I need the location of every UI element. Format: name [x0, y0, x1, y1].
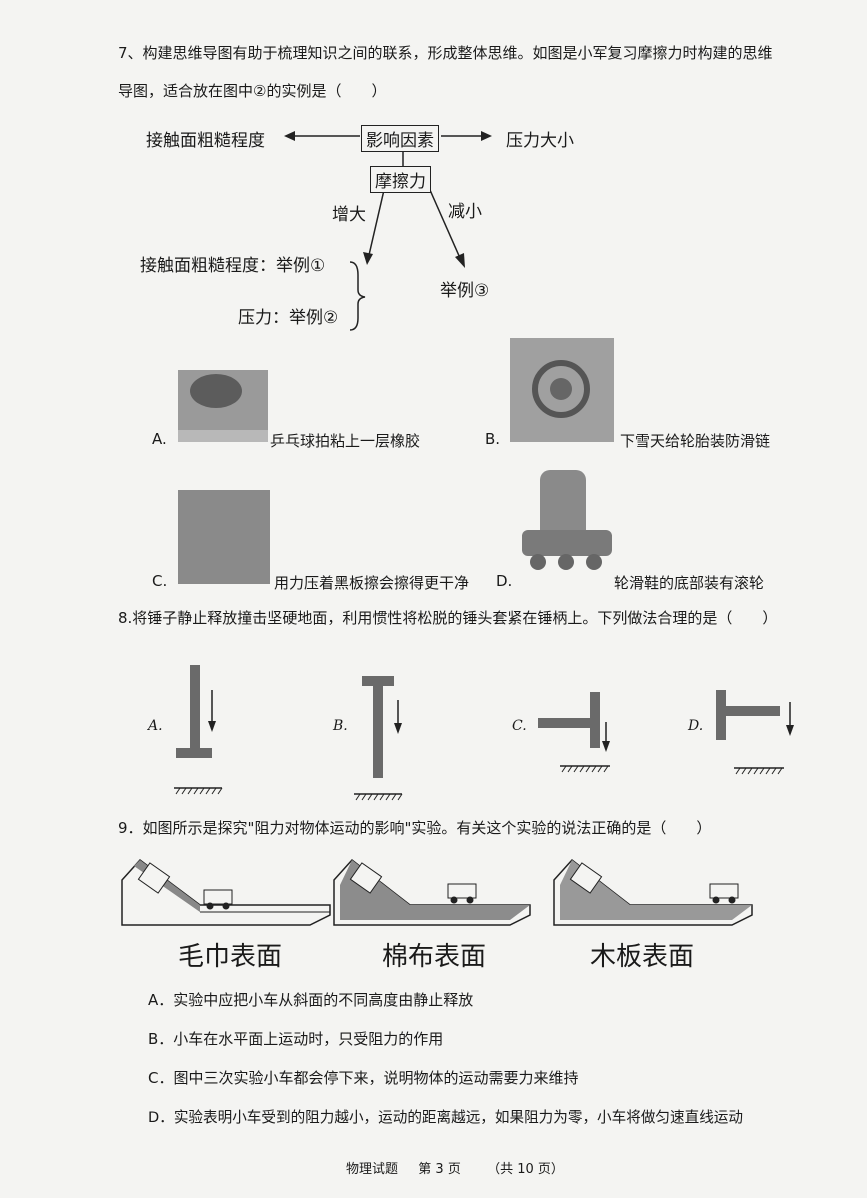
q7-option-a-image — [178, 370, 268, 442]
mind-map-friction-node: 摩擦力 — [370, 166, 431, 193]
q8-option-a-label: A. — [148, 718, 163, 734]
q7-option-a-text: 乒乓球拍粘上一层橡胶 — [270, 432, 421, 450]
mind-map-left-node: 接触面粗糙程度 — [146, 131, 265, 151]
q9-text: 9．如图所示是探究"阻力对物体运动的影响"实验。有关这个实验的说法正确的是（ ） — [118, 819, 712, 837]
q9-option-c: C．图中三次实验小车都会停下来，说明物体的运动需要力来维持 — [148, 1069, 579, 1087]
mind-map-example-3: 举例③ — [440, 281, 490, 301]
footer-total: （共 10 页） — [487, 1162, 564, 1177]
q8-text: 8.将锤子静止释放撞击坚硬地面，利用惯性将松脱的锤头套紧在锤柄上。下列做法合理的… — [118, 609, 778, 627]
q8-option-c-label: C. — [512, 718, 527, 734]
mind-map-example-2: 压力：举例② — [238, 308, 339, 328]
footer: 物理试题 第 3 页 （共 10 页） — [346, 1158, 564, 1177]
q7-option-d-text: 轮滑鞋的底部装有滚轮 — [614, 574, 765, 592]
mind-map-right-node: 压力大小 — [506, 131, 574, 151]
q7-option-a-letter: A. — [152, 430, 167, 448]
q7-option-c-letter: C. — [152, 572, 168, 590]
q8-option-b-label: B. — [333, 718, 348, 734]
q9-option-b: B．小车在水平面上运动时，只受阻力的作用 — [148, 1030, 444, 1048]
q8-option-d-label: D. — [688, 718, 704, 734]
mind-map-center-node: 影响因素 — [361, 125, 439, 152]
mind-map-decrease-label: 减小 — [448, 202, 482, 222]
q7-option-c-image — [178, 490, 270, 584]
q9-option-a: A．实验中应把小车从斜面的不同高度由静止释放 — [148, 991, 474, 1009]
q7-option-b-image — [510, 338, 614, 442]
q9-surface-towel: 毛巾表面 — [178, 942, 283, 972]
footer-subject: 物理试题 — [346, 1162, 399, 1177]
q9-surface-cotton: 棉布表面 — [382, 942, 487, 972]
q7-option-b-text: 下雪天给轮胎装防滑链 — [620, 432, 771, 450]
q7-option-d-image — [522, 470, 612, 580]
q7-text-line2: 导图，适合放在图中②的实例是（ ） — [118, 82, 387, 100]
q9-option-d: D．实验表明小车受到的阻力越小，运动的距离越远，如果阻力为零，小车将做匀速直线运… — [148, 1109, 743, 1126]
q7-option-c-text: 用力压着黑板擦会擦得更干净 — [274, 574, 470, 592]
q9-surface-wood: 木板表面 — [590, 942, 695, 972]
mind-map-example-1: 接触面粗糙程度：举例① — [140, 256, 326, 276]
q7-option-d-letter: D. — [496, 572, 513, 590]
mind-map-lines — [284, 131, 492, 331]
q7-option-b-letter: B. — [485, 430, 501, 448]
footer-page: 第 3 页 — [418, 1162, 461, 1177]
mind-map-increase-label: 增大 — [332, 205, 366, 225]
q7-text-line1: 7、构建思维导图有助于梳理知识之间的联系，形成整体思维。如图是小军复习摩擦力时构… — [118, 44, 773, 62]
